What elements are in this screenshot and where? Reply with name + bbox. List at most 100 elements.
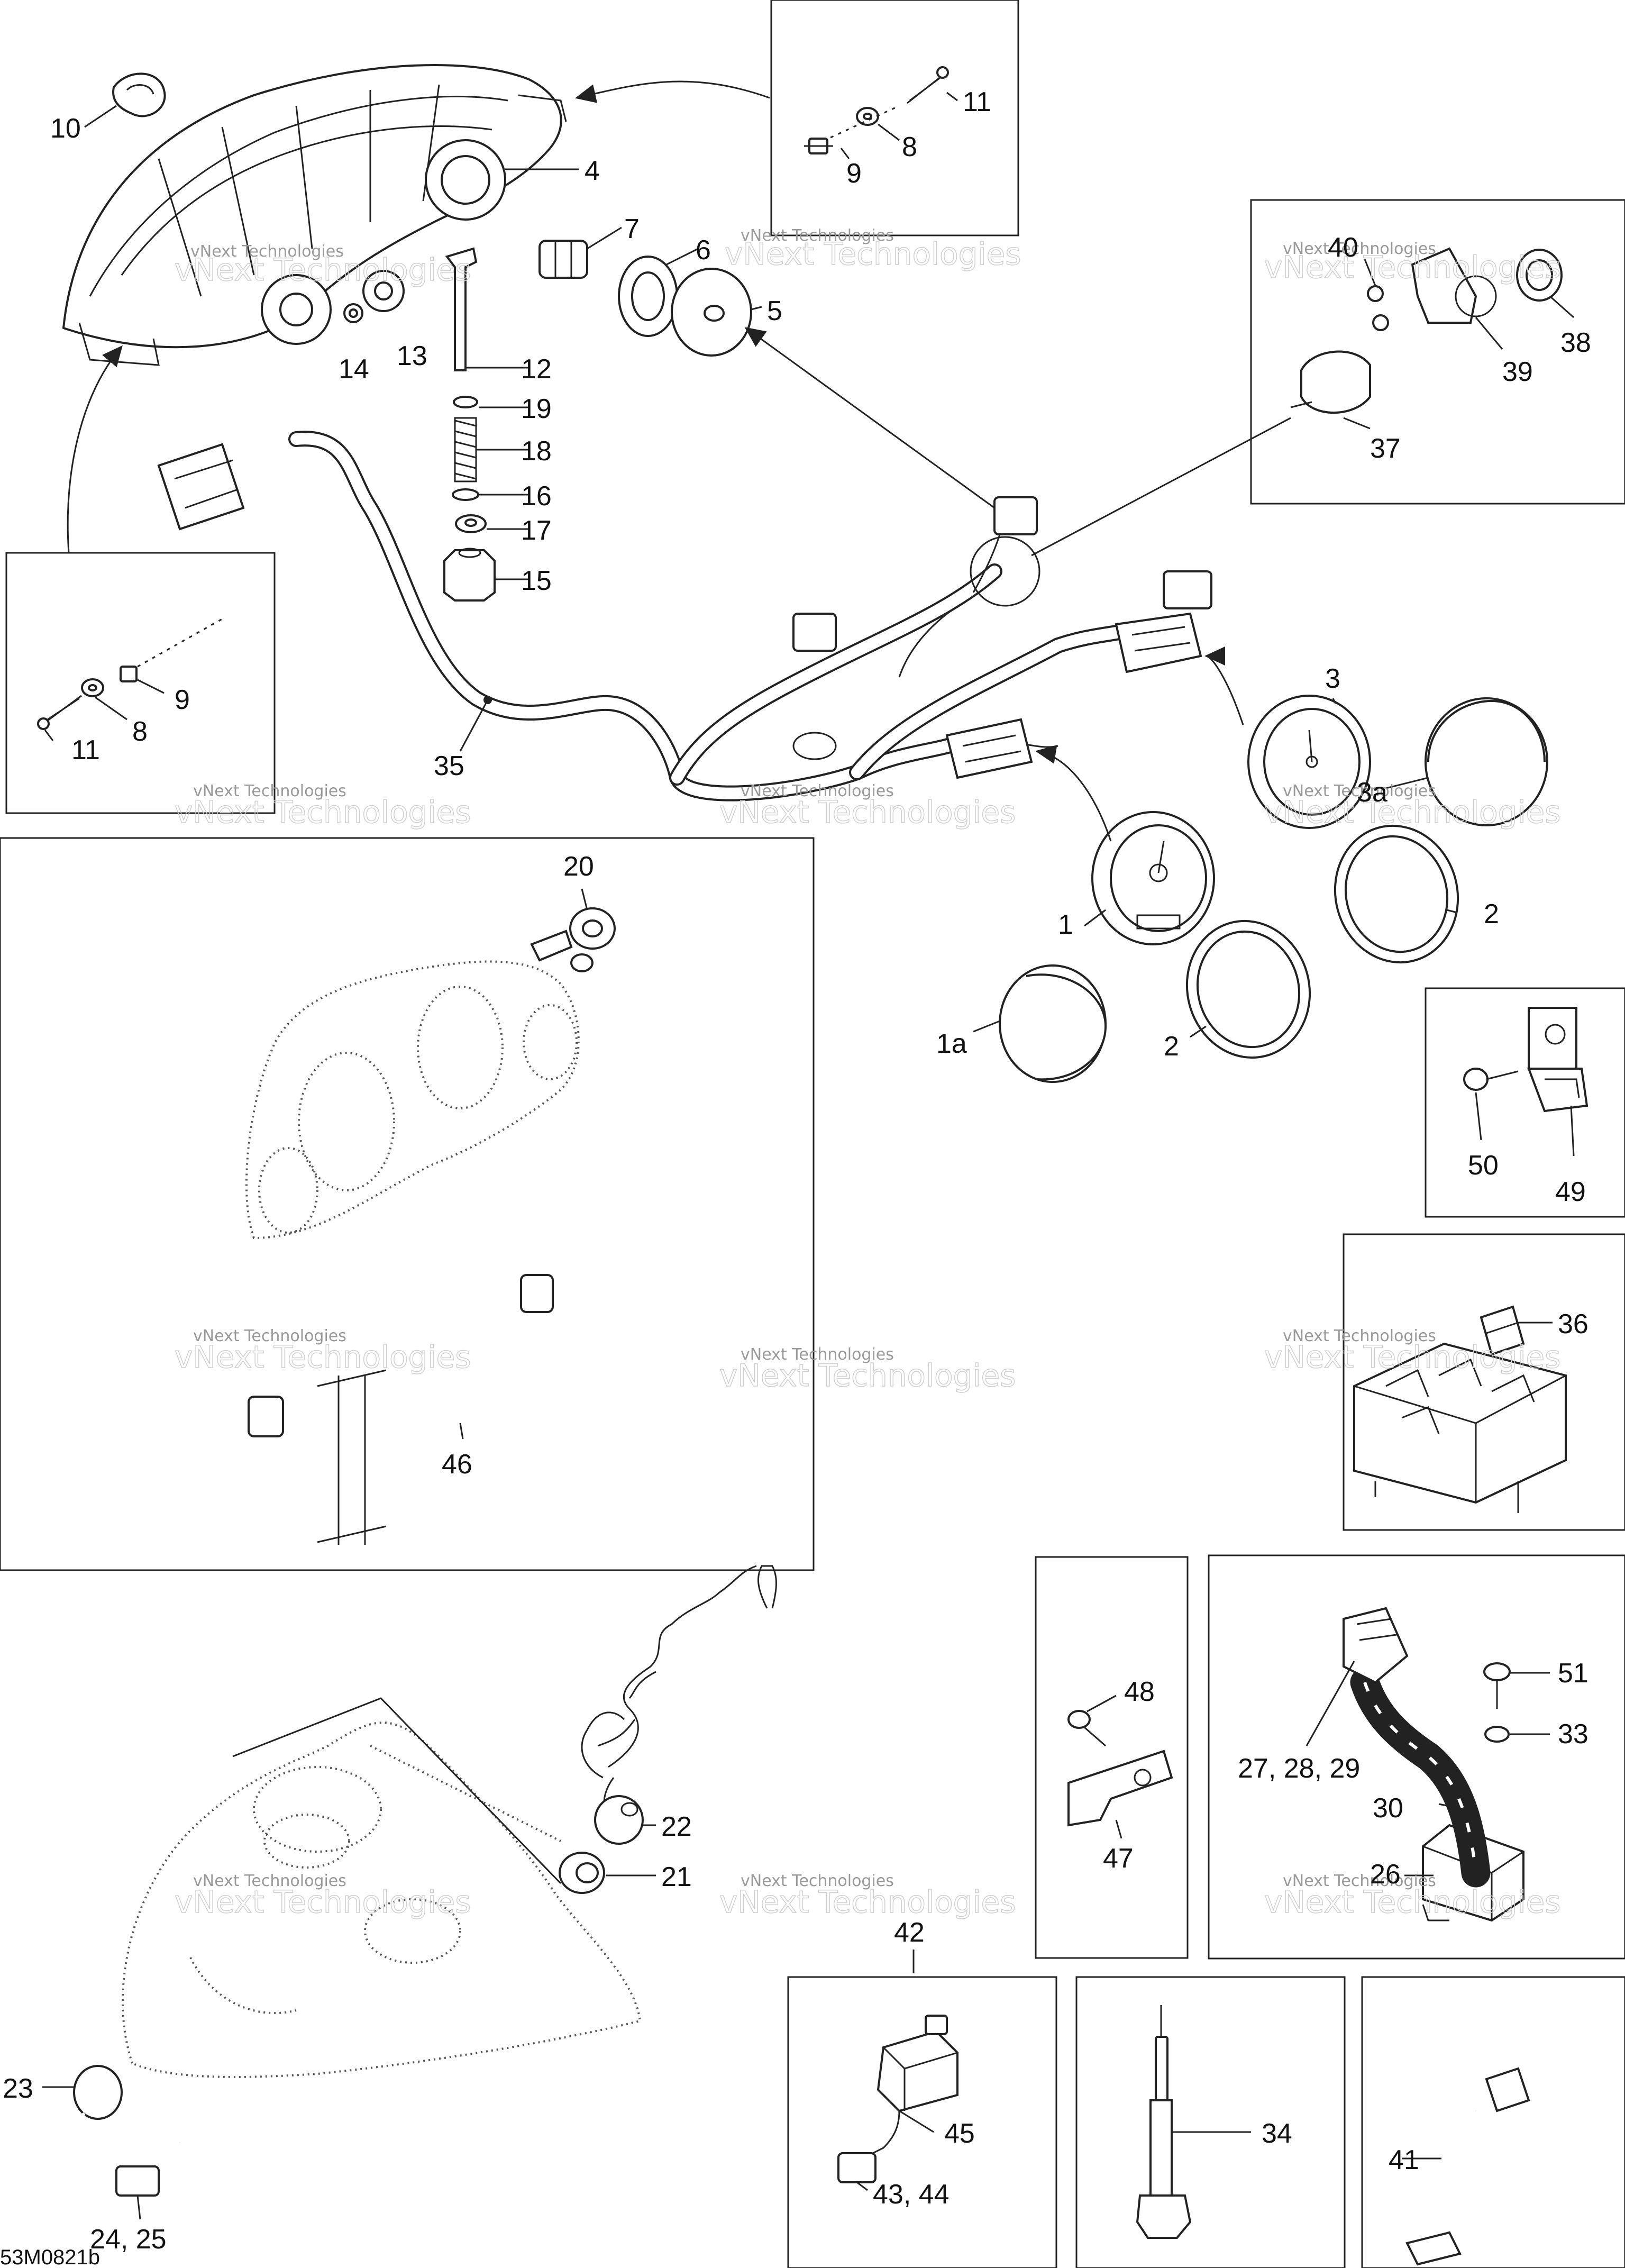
leader-8-left: [95, 696, 127, 721]
leader-38: [1549, 295, 1574, 318]
fuse-box: [1353, 1342, 1567, 1513]
arrow-to-headlight-left: [67, 345, 123, 553]
detail-box-valve: [787, 1976, 1057, 2268]
connector-left: [157, 443, 245, 531]
callout-47: 47: [1103, 1843, 1134, 1874]
tether-switch-23: [66, 2065, 181, 2197]
callout-13: 13: [397, 341, 427, 371]
arrow-gauge-3: [1204, 646, 1244, 725]
leader-50: [1475, 1092, 1482, 1141]
arrow-to-headlight-top: [575, 80, 770, 103]
leader-27: [1306, 1661, 1355, 1746]
callout-17: 17: [521, 515, 552, 546]
leader-7: [587, 226, 622, 250]
watermark-text: vNext Technologies: [741, 782, 894, 800]
connector-middle: [792, 613, 837, 652]
detail-box-bolt-washer-top: [770, 0, 1019, 236]
watermark-text: vNext Technologies: [1264, 794, 1560, 830]
harness-grommet: [792, 732, 837, 760]
detail-box-bolt-washer-left: [5, 552, 276, 814]
washer-8-top: [856, 107, 879, 126]
bezel-ring-2-lower: [1185, 919, 1311, 1059]
watermark-text: vNext Technologies: [725, 236, 1021, 272]
watermarks: vNext Technologies vNext Technologies vN…: [174, 226, 1561, 1920]
detail-box-key-switch-harness: [0, 837, 815, 1571]
dash-panel-outline: [245, 960, 580, 1240]
bracket-47: [1067, 1750, 1173, 1827]
watermark-text: vNext Technologies: [741, 1345, 894, 1364]
tether-key-22: [594, 1795, 644, 1845]
watermark-text: vNext Technologies: [193, 1872, 346, 1890]
callout-1a: 1a: [936, 1028, 967, 1059]
callout-2-lower: 2: [1164, 1031, 1179, 1062]
watermark-text: vNext Technologies: [175, 1884, 471, 1920]
knob-15: [443, 548, 496, 602]
tether-cord-22: [581, 1565, 777, 1832]
leader-9-left: [137, 679, 165, 694]
leader-30: [1438, 1803, 1466, 1810]
retaining-ring-6: [618, 256, 678, 337]
watermark-text: vNext Technologies: [1283, 782, 1436, 800]
wire-bundle-30: [1350, 1668, 1491, 1888]
detail-box-clip-bracket: [1425, 987, 1625, 1218]
probe-sensor-34: [1136, 2005, 1192, 2239]
leader-24: [136, 2195, 141, 2220]
tether-cap-21: [559, 1852, 605, 1894]
leader-8-top: [878, 123, 900, 141]
harness-46: [248, 1274, 554, 1545]
watermark-text: vNext Technologies: [1283, 240, 1436, 258]
callout-48: 48: [1124, 1677, 1155, 1707]
connector-27: [1343, 1607, 1409, 1684]
washer-19: [453, 396, 478, 408]
callout-11-left: 11: [71, 735, 100, 766]
callout-21: 21: [661, 1862, 692, 1892]
callout-4: 4: [585, 156, 600, 186]
grommet-13: [362, 270, 405, 312]
leader-11-left: [44, 730, 54, 741]
callout-36: 36: [1558, 1309, 1589, 1340]
speed-sensor-37: [1290, 350, 1371, 414]
gear-ring-38: [1516, 249, 1563, 302]
callout-1: 1: [1058, 909, 1073, 940]
leader-6: [666, 248, 699, 266]
arrow-to-sensor-37: [1031, 417, 1291, 557]
callout-11-top: 11: [963, 87, 991, 117]
nut-17: [455, 514, 487, 533]
callout-30: 30: [1373, 1793, 1403, 1824]
oxygen-sensor-41: [1405, 2067, 1530, 2266]
watermark-text: vNext Technologies: [741, 226, 894, 245]
callout-26: 26: [1370, 1859, 1401, 1890]
clip-bracket-49: [1527, 1007, 1589, 1113]
callout-10: 10: [50, 113, 81, 144]
callout-43-44: 43, 44: [873, 2179, 950, 2210]
callout-labels: 10 11 8 9 4 7 6 5 14 13 12 19 18 16 17 1…: [0, 87, 1591, 2268]
callout-12: 12: [521, 354, 552, 385]
wire-bundle-highlight: [1363, 1682, 1477, 1873]
callout-8-top: 8: [902, 132, 917, 162]
watermark-text: vNext Technologies: [1283, 1327, 1436, 1345]
callout-23: 23: [3, 2073, 33, 2104]
callout-18: 18: [521, 436, 552, 467]
gauge-cover-1a: [999, 964, 1107, 1083]
arrow-to-boot-5: [744, 327, 995, 509]
leader-3a: [1385, 777, 1429, 789]
callout-37: 37: [1370, 433, 1401, 464]
leader-11-top: [946, 92, 958, 102]
ignition-switch-20: [530, 907, 616, 972]
callout-2-upper: 2: [1484, 899, 1499, 930]
leader-20: [581, 888, 588, 910]
watermark-text: vNext Technologies: [1283, 1872, 1436, 1890]
bezel-ring-2-upper: [1334, 824, 1459, 964]
callout-45: 45: [944, 2118, 975, 2149]
connector-43: [837, 2152, 877, 2183]
detail-box-probe-sensor: [1075, 1976, 1346, 2268]
watermark-text: vNext Technologies: [193, 782, 346, 800]
callout-33: 33: [1558, 1719, 1589, 1750]
watermark-text: vNext Technologies: [719, 794, 1016, 830]
watermark-text: vNext Technologies: [190, 242, 344, 261]
leader-39: [1475, 317, 1503, 350]
leader-49: [1570, 1105, 1575, 1156]
callout-8-left: 8: [132, 716, 148, 747]
leader-5: [751, 306, 762, 311]
callout-6: 6: [696, 235, 711, 266]
